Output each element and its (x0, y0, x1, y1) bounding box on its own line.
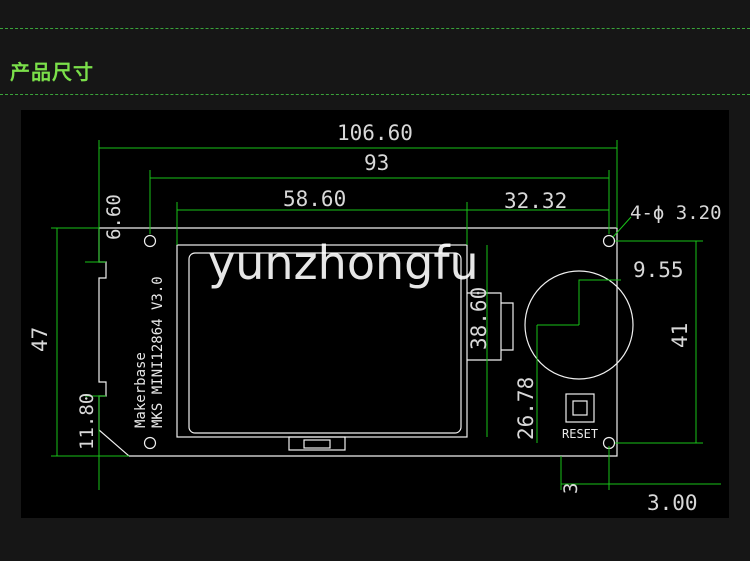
dim-bottom-right: 3.00 (647, 491, 698, 515)
drawing-svg: Makerbase MKS MINI12864 V3.0 RESET (28, 121, 722, 515)
mount-hole-top-right (602, 234, 616, 248)
title-divider (0, 94, 750, 95)
reset-label: RESET (562, 427, 598, 441)
dim-right-height: 41 (668, 323, 692, 348)
section-title: 产品尺寸 (10, 60, 94, 84)
dim-left-bottom: 11.80 (76, 393, 98, 450)
brand-label: Makerbase (133, 352, 149, 428)
mount-hole-top-left (143, 234, 157, 248)
dim-left-top: 6.60 (103, 194, 125, 240)
ribbon-connector (288, 436, 346, 451)
dim-inner-width: 93 (364, 151, 389, 175)
dim-screen-width: 58.60 (283, 187, 346, 211)
dimension-lines (51, 140, 721, 490)
top-divider (0, 28, 750, 29)
dim-knob-radius: 9.55 (633, 258, 684, 282)
dim-height: 47 (28, 327, 52, 352)
dim-right-width: 32.32 (504, 189, 567, 213)
ribbon-connector-inner (303, 439, 331, 449)
reset-button-outline (565, 393, 595, 423)
dimension-drawing: Makerbase MKS MINI12864 V3.0 RESET (21, 110, 729, 518)
mount-hole-bottom-left (143, 436, 157, 450)
lcd-screen (188, 252, 462, 434)
watermark: yunzhongfu (208, 236, 479, 290)
dim-holes: 4-ϕ 3.20 (630, 202, 722, 224)
board-outline (98, 227, 634, 457)
reset-button-cap (572, 400, 588, 416)
dim-total-width: 106.60 (337, 121, 413, 145)
encoder-knob (524, 270, 634, 380)
dim-screen-height: 38.60 (467, 287, 491, 350)
dim-knob-offset: 26.78 (514, 377, 538, 440)
dim-bottom-left: 3 (560, 483, 582, 494)
model-label: MKS MINI12864 V3.0 (150, 276, 166, 428)
